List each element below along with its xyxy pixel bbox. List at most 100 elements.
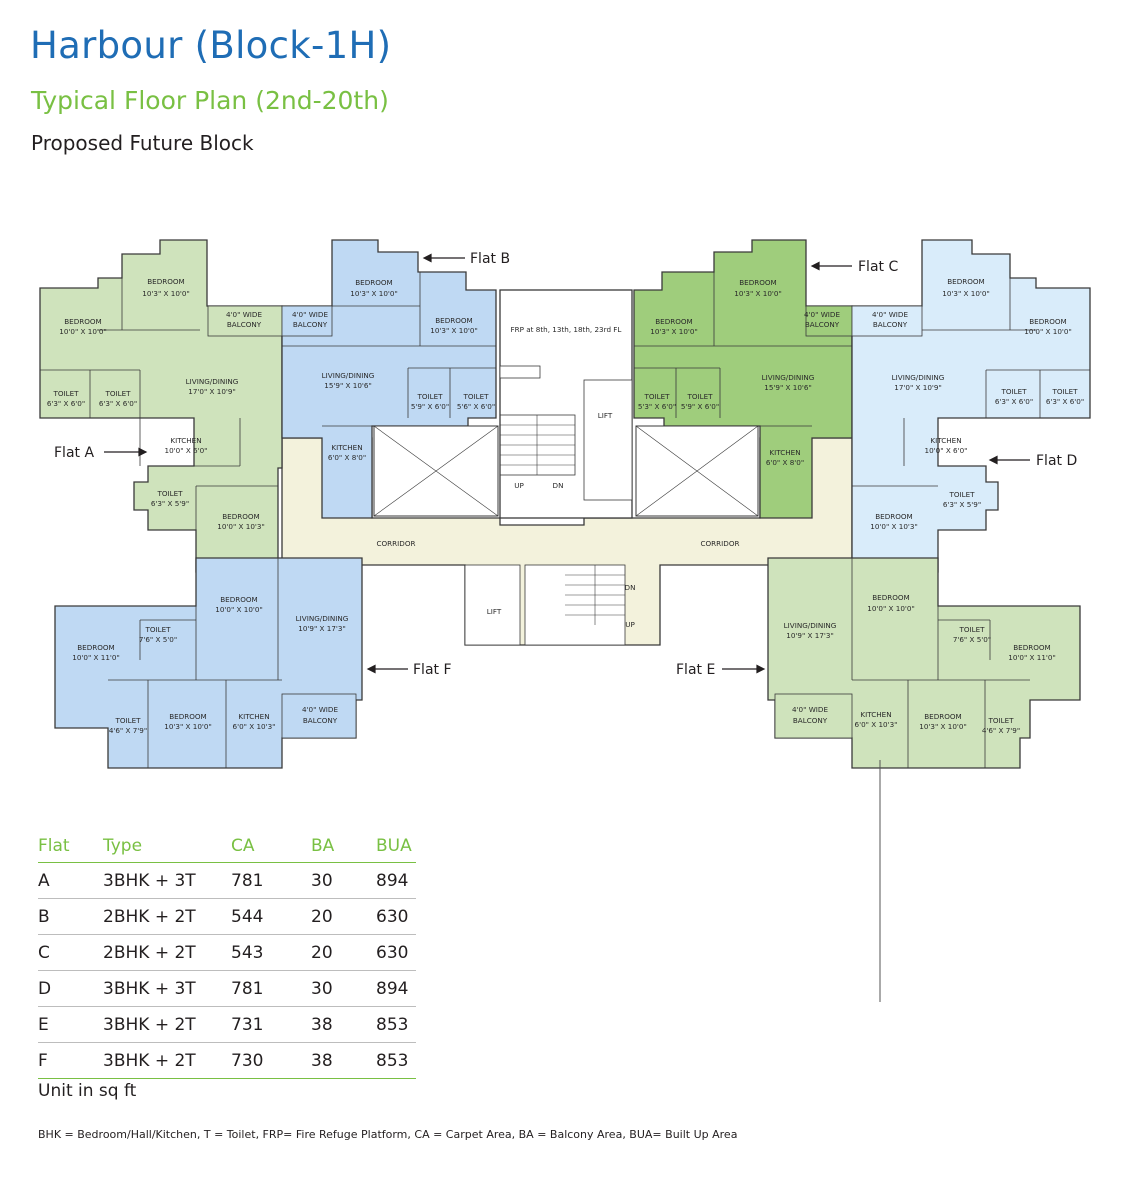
cell-ca: 731: [231, 1006, 311, 1043]
room-labels: BEDROOM 10'3" X 10'0" BEDROOM 10'0" X 10…: [47, 277, 1084, 735]
room-dim: 10'3" X 10'0": [919, 722, 967, 731]
room-dim: 5'6" X 6'0": [457, 402, 495, 411]
room-label: BEDROOM: [435, 316, 473, 325]
room-dim: 6'3" X 5'9": [943, 500, 981, 509]
room-dim: 6'0" X 8'0": [328, 453, 366, 462]
room-dim: 10'3" X 10'0": [350, 289, 398, 298]
unit-note: Unit in sq ft: [38, 1081, 137, 1101]
room-label: BEDROOM: [222, 512, 260, 521]
table-row: F 3BHK + 2T 730 38 853: [38, 1042, 416, 1079]
room-label: BEDROOM: [875, 512, 913, 521]
room-dim: 7'6" X 5'0": [953, 635, 991, 644]
room-label: BEDROOM: [872, 593, 910, 602]
room-label: 4'0" WIDE: [804, 310, 840, 319]
room-label: KITCHEN: [331, 443, 362, 452]
flat-b-label: Flat B: [470, 251, 510, 267]
page-title: Harbour (Block-1H): [30, 24, 392, 67]
room-label: BALCONY: [303, 716, 338, 725]
room-label: TOILET: [948, 490, 975, 499]
room-label: 4'0" WIDE: [226, 310, 262, 319]
room-dim: 6'0" X 8'0": [766, 458, 804, 467]
cell-ba: 38: [311, 1006, 376, 1043]
room-label: KITCHEN: [860, 710, 891, 719]
room-label: TOILET: [52, 389, 79, 398]
room-label: KITCHEN: [170, 436, 201, 445]
cell-bua: 630: [376, 934, 416, 971]
flat-e-label: Flat E: [676, 662, 715, 678]
cell-ca: 781: [231, 862, 311, 899]
room-label: KITCHEN: [930, 436, 961, 445]
room-label: 4'0" WIDE: [872, 310, 908, 319]
col-header-bua: BUA: [376, 832, 416, 863]
flat-a-label: Flat A: [54, 445, 94, 461]
room-label: LIVING/DINING: [892, 373, 945, 382]
cell-ba: 30: [311, 862, 376, 899]
room-dim: 10'0" X 6'0": [925, 446, 968, 455]
room-label: BALCONY: [227, 320, 262, 329]
room-dim: 4'6" X 7'9": [109, 726, 147, 735]
room-label: TOILET: [643, 392, 670, 401]
room-dim: 10'0" X 11'0": [72, 653, 120, 662]
room-dim: 10'3" X 10'0": [430, 326, 478, 335]
cell-type: 3BHK + 3T: [103, 970, 231, 1007]
room-dim: 10'9" X 17'3": [786, 631, 834, 640]
col-header-type: Type: [103, 832, 231, 863]
room-label: TOILET: [156, 489, 183, 498]
room-dim: 10'0" X 10'0": [59, 327, 107, 336]
room-dim: 6'3" X 6'0": [47, 399, 85, 408]
frp-label: FRP at 8th, 13th, 18th, 23rd FL: [511, 325, 622, 334]
room-dim: 6'3" X 5'9": [151, 499, 189, 508]
room-dim: 10'0" X 6'0": [165, 446, 208, 455]
room-dim: 10'0" X 10'3": [870, 522, 918, 531]
floor-plan: Flat A Flat B Flat C Flat D Flat E Flat …: [39, 239, 1091, 1002]
cell-bua: 630: [376, 898, 416, 935]
room-label: TOILET: [462, 392, 489, 401]
room-label: BALCONY: [793, 716, 828, 725]
stair-up-label: UP: [625, 620, 635, 629]
stair-down-label: DN: [553, 481, 564, 490]
table-row: E 3BHK + 2T 731 38 853: [38, 1006, 416, 1043]
room-dim: 10'0" X 11'0": [1008, 653, 1056, 662]
room-label: TOILET: [114, 716, 141, 725]
room-label: LIVING/DINING: [296, 614, 349, 623]
room-label: BEDROOM: [739, 278, 777, 287]
room-dim: 10'3" X 10'0": [142, 289, 190, 298]
page-note: Proposed Future Block: [31, 131, 254, 155]
room-label: BALCONY: [293, 320, 328, 329]
cell-flat: C: [38, 934, 103, 971]
room-dim: 10'9" X 17'3": [298, 624, 346, 633]
cell-ba: 20: [311, 934, 376, 971]
room-dim: 17'0" X 10'9": [894, 383, 942, 392]
col-header-flat: Flat: [38, 832, 103, 863]
corridor-label: CORRIDOR: [377, 539, 416, 548]
room-label: BEDROOM: [169, 712, 207, 721]
room-label: TOILET: [104, 389, 131, 398]
room-label: BEDROOM: [924, 712, 962, 721]
cell-flat: B: [38, 898, 103, 935]
cell-ba: 38: [311, 1042, 376, 1079]
cell-type: 2BHK + 2T: [103, 934, 231, 971]
cell-ba: 30: [311, 970, 376, 1007]
stair-down-label: DN: [625, 583, 636, 592]
flat-c-label: Flat C: [858, 259, 898, 275]
cell-bua: 853: [376, 1006, 416, 1043]
flat-b-area: [281, 239, 497, 519]
page-subtitle: Typical Floor Plan (2nd-20th): [31, 86, 389, 115]
room-dim: 5'9" X 6'0": [411, 402, 449, 411]
room-dim: 17'0" X 10'9": [188, 387, 236, 396]
room-dim: 10'0" X 10'0": [867, 604, 915, 613]
stair-up-label: UP: [514, 481, 524, 490]
room-label: BEDROOM: [655, 317, 693, 326]
cell-type: 3BHK + 2T: [103, 1006, 231, 1043]
room-label: BEDROOM: [1029, 317, 1067, 326]
flat-arrows: [104, 253, 1030, 674]
cell-flat: F: [38, 1042, 103, 1079]
corridor-label: CORRIDOR: [701, 539, 740, 548]
cell-ca: 543: [231, 934, 311, 971]
cell-ca: 544: [231, 898, 311, 935]
cell-ba: 20: [311, 898, 376, 935]
room-label: BEDROOM: [64, 317, 102, 326]
room-label: TOILET: [686, 392, 713, 401]
room-label: BALCONY: [805, 320, 840, 329]
room-dim: 10'0" X 10'3": [217, 522, 265, 531]
